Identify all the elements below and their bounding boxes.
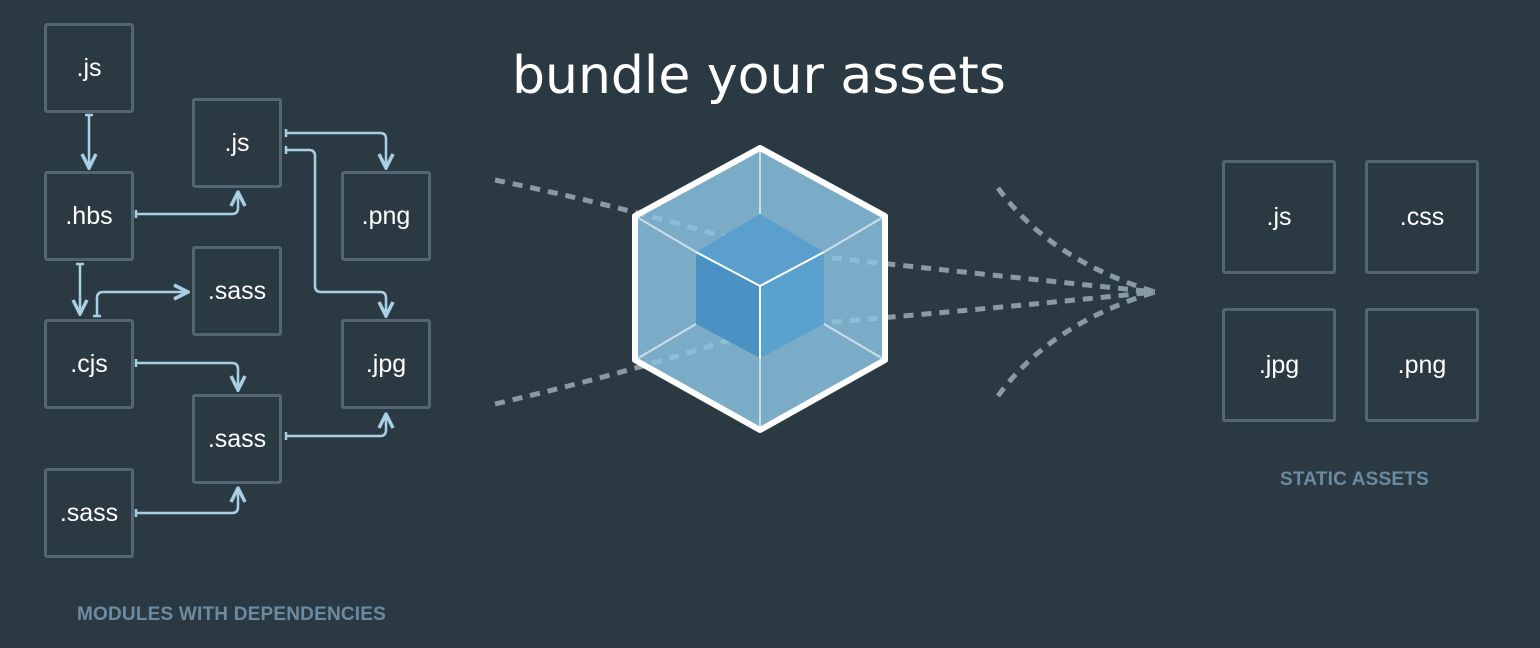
asset-box-js: .js	[1222, 160, 1336, 274]
arrow-sass-to-jpg	[286, 414, 386, 438]
module-box-sass: .sass	[192, 246, 282, 336]
module-label: .sass	[207, 424, 267, 453]
arrow-cjs-to-sass	[95, 292, 188, 316]
asset-label: .js	[1266, 202, 1292, 231]
module-label: .png	[361, 201, 411, 230]
asset-box-png: .png	[1365, 308, 1479, 422]
module-label: .hbs	[65, 201, 113, 230]
webpack-cube-icon	[632, 145, 888, 433]
module-box-js-top: .js	[44, 23, 134, 113]
module-box-cjs: .cjs	[44, 319, 134, 409]
headline: bundle your assets	[512, 46, 1006, 106]
asset-label: .jpg	[1258, 350, 1300, 379]
modules-caption: MODULES WITH DEPENDENCIES	[77, 604, 387, 625]
asset-box-css: .css	[1365, 160, 1479, 274]
flow-line-out-top	[759, 247, 1156, 295]
flow-line-out-bottom	[759, 289, 1156, 331]
module-label: .jpg	[365, 349, 407, 378]
arrow-js-to-png	[286, 131, 386, 168]
module-label: .cjs	[70, 349, 108, 378]
arrow-sass-to-sass	[136, 488, 238, 515]
arrow-start-ticks	[76, 113, 288, 517]
flow-line-fan-bottom	[995, 289, 1156, 398]
cube-outer-edges	[634, 148, 886, 430]
module-box-png: .png	[341, 171, 431, 261]
arrow-js-to-jpg	[286, 148, 386, 316]
assets-caption: STATIC ASSETS	[1280, 469, 1429, 490]
flow-line-fan-top	[995, 186, 1156, 295]
module-box-jpg: .jpg	[341, 319, 431, 409]
module-label: .js	[224, 128, 250, 157]
module-box-sass-bottom: .sass	[44, 468, 134, 558]
module-label: .js	[76, 53, 102, 82]
module-label: .sass	[207, 276, 267, 305]
cube-inner-edges	[695, 251, 825, 358]
dependency-arrows	[76, 113, 386, 517]
asset-label: .png	[1397, 350, 1447, 379]
asset-box-jpg: .jpg	[1222, 308, 1336, 422]
asset-label: .css	[1399, 202, 1445, 231]
module-box-js: .js	[192, 98, 282, 188]
arrow-hbs-to-js	[136, 192, 238, 216]
module-box-sass-lower: .sass	[192, 394, 282, 484]
arrow-cjs-to-sass-lower	[136, 361, 238, 390]
module-label: .sass	[59, 498, 119, 527]
module-box-hbs: .hbs	[44, 171, 134, 261]
